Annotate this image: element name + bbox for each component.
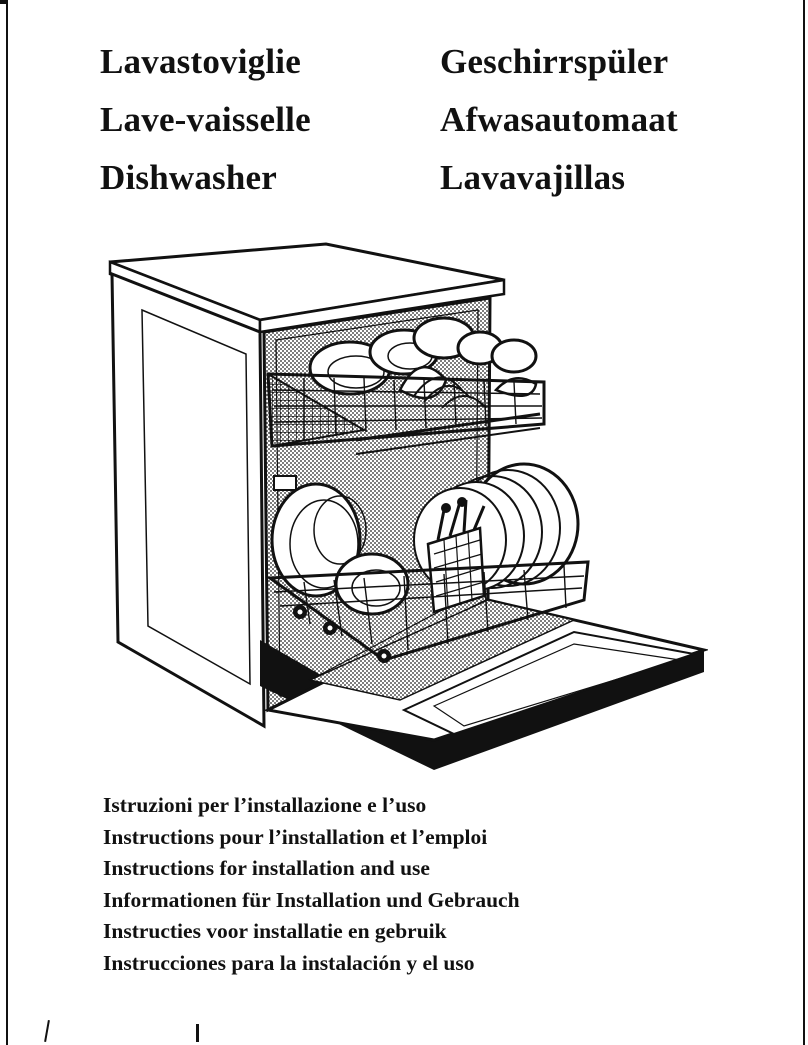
- lower-rack: [265, 462, 590, 663]
- page-border-left: [6, 0, 8, 1045]
- corner-mark: [0, 0, 6, 4]
- title-dutch: Afwasautomaat: [440, 100, 678, 139]
- title-french: Lave-vaisselle: [100, 100, 311, 139]
- scan-speck: [44, 1019, 50, 1043]
- upper-rack: [266, 316, 546, 455]
- side-panel: [110, 271, 266, 729]
- instructions-english: Instructions for installation and use: [103, 856, 430, 880]
- title-spanish: Lavavajillas: [440, 158, 626, 197]
- page-border-right: [803, 0, 805, 1045]
- instructions-spanish: Instrucciones para la instalación y el u…: [103, 950, 475, 975]
- title-german: Geschirrspüler: [440, 42, 669, 81]
- title-english: Dishwasher: [100, 158, 278, 197]
- instructions-dutch: Instructies voor installatie en gebruik: [103, 919, 447, 943]
- instructions-italian: Istruzioni per l’installazione e l’uso: [103, 793, 427, 817]
- instructions-list: Istruzioni per l’installazione e l’uso I…: [103, 790, 703, 979]
- dishwasher-illustration: [108, 242, 708, 770]
- instructions-german: Informationen für Installation und Gebra…: [103, 887, 520, 912]
- instructions-french: Instructions pour l’installation et l’em…: [103, 824, 488, 849]
- title-block: Lavastoviglie Geschirrspüler Lave-vaisse…: [100, 36, 780, 204]
- title-italian: Lavastoviglie: [100, 42, 301, 81]
- worktop: [108, 242, 506, 334]
- open-door: [263, 598, 708, 742]
- scan-speck: [196, 1024, 199, 1042]
- spray-arm: [273, 475, 297, 491]
